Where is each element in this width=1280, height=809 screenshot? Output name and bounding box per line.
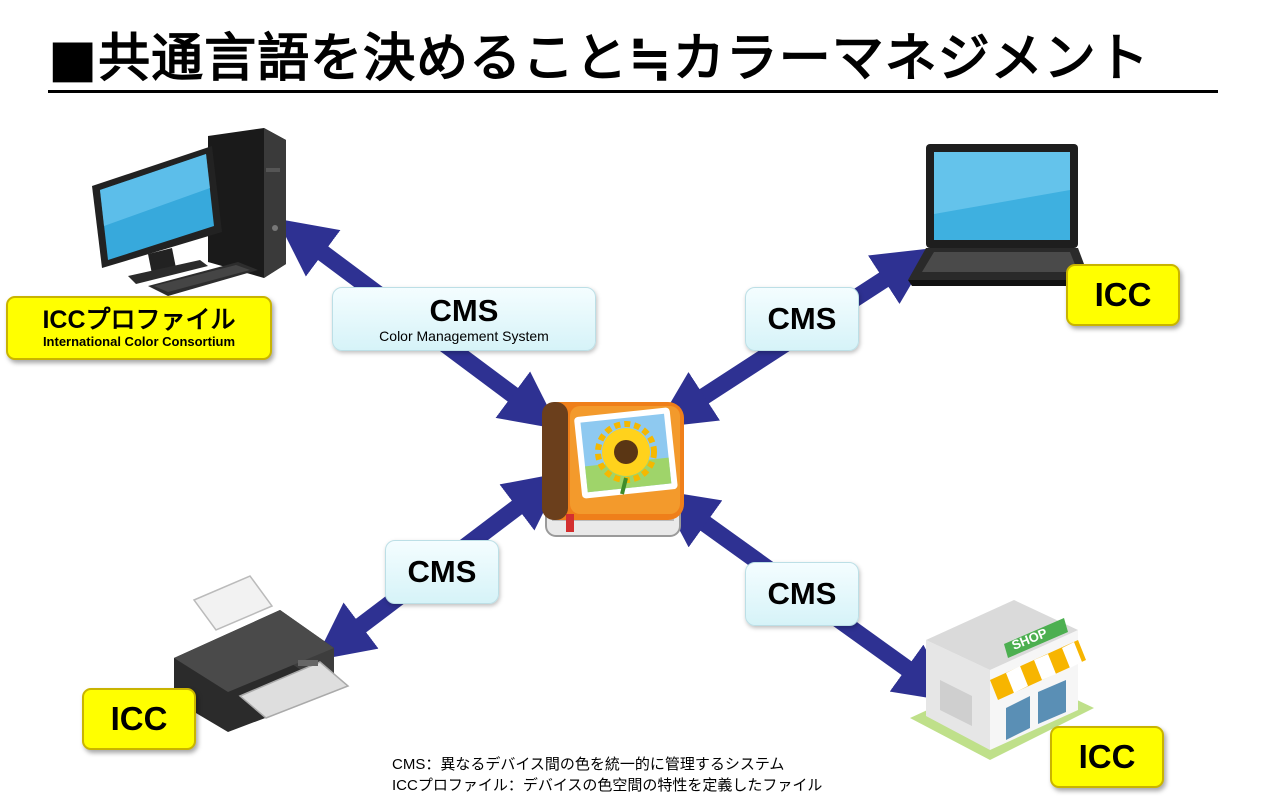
photo-app-icon xyxy=(542,402,684,537)
sunflower-icon xyxy=(595,421,657,495)
icc-label-shop: ICC xyxy=(1050,726,1164,788)
icc-label-title: ICC xyxy=(1078,738,1136,775)
shop-building-icon: SHOP xyxy=(910,600,1094,760)
desktop-computer-icon xyxy=(92,128,286,296)
footnote-icc: ICCプロファイル：デバイスの色空間の特性を定義したファイル xyxy=(392,777,823,794)
cms-label-title: CMS xyxy=(767,576,837,611)
page-title: ■共通言語を決めること≒カラーマネジメント xyxy=(48,29,1150,89)
cms-label-title: CMS xyxy=(767,301,837,336)
cms-label-subtitle: Color Management System xyxy=(379,328,549,344)
laptop-icon xyxy=(908,144,1090,286)
icc-label-title: ICC xyxy=(110,700,168,737)
cms-label-printer: CMS xyxy=(385,540,499,604)
footnotes: CMS：異なるデバイス間の色を統一的に管理するシステム ICCプロファイル：デバ… xyxy=(392,754,952,796)
icc-label-printer: ICC xyxy=(82,688,196,750)
icc-label-title: ICC xyxy=(1094,276,1152,313)
cms-label-shop: CMS xyxy=(745,562,859,626)
cms-label-desktop: CMS Color Management System xyxy=(332,287,596,351)
footnote-cms: CMS：異なるデバイス間の色を統一的に管理するシステム xyxy=(392,756,785,773)
cms-label-title: CMS xyxy=(429,293,499,328)
printer-icon xyxy=(174,575,350,732)
cms-label-laptop: CMS xyxy=(745,287,859,351)
icc-label-desktop: ICCプロファイル International Color Consortium xyxy=(6,296,272,360)
icc-label-laptop: ICC xyxy=(1066,264,1180,326)
title-underline xyxy=(48,90,1218,93)
icc-label-subtitle: International Color Consortium xyxy=(42,334,236,349)
cms-label-title: CMS xyxy=(407,554,477,589)
icc-label-title: ICCプロファイル xyxy=(42,306,236,334)
